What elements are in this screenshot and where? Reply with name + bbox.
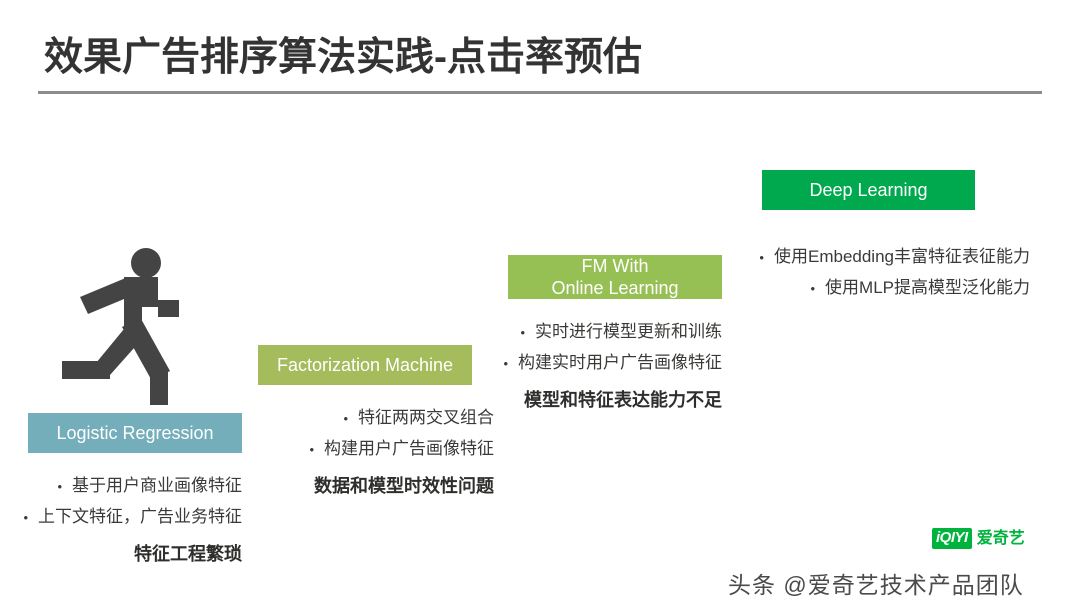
stage-badge-logistic-regression[interactable]: Logistic Regression [28,413,242,453]
title-divider [38,91,1042,94]
iqiyi-wordmark: 爱奇艺 [976,529,1025,547]
list-item: • 构建用户广告画像特征 [232,434,494,465]
stage-bullets-factorization-machine: • 特征两两交叉组合 • 构建用户广告画像特征 [232,403,494,465]
page-title: 效果广告排序算法实践-点击率预估 [44,36,642,79]
stage-conclusion-factorization-machine: 数据和模型时效性问题 [314,476,494,496]
stage-badge-line2: Online Learning [551,278,679,298]
list-item-label: 基于用户商业画像特征 [72,476,242,495]
list-item: • 使用MLP提高模型泛化能力 [728,273,1030,304]
running-man-icon [62,245,182,405]
bullet-icon: • [57,479,62,494]
stage-badge-deep-learning[interactable]: Deep Learning [762,170,975,210]
bullet-icon: • [520,325,525,340]
stage-fm-with-online-learning: FM With Online Learning • 实时进行模型更新和训练 • … [470,255,722,415]
list-item: • 实时进行模型更新和训练 [470,317,722,348]
bullet-icon: • [810,281,816,296]
list-item-label: 实时进行模型更新和训练 [535,322,722,341]
bullet-icon: • [759,250,764,265]
bullet-icon: • [23,510,28,525]
list-item-label: 使用Embedding丰富特征表征能力 [773,247,1030,266]
list-item-label: 构建实时用户广告画像特征 [518,353,722,372]
stage-bullets-fm-with-online-learning: • 实时进行模型更新和训练 • 构建实时用户广告画像特征 [470,317,722,379]
stage-conclusion-logistic-regression: 特征工程繁琐 [134,544,242,564]
stage-bullets-logistic-regression: • 基于用户商业画像特征 • 上下文特征，广告业务特征 [0,471,242,533]
list-item: • 上下文特征，广告业务特征 [0,502,242,533]
list-item-label: 上下文特征，广告业务特征 [38,507,242,526]
stage-deep-learning: Deep Learning • 使用Embedding丰富特征表征能力 • 使用… [728,170,1030,304]
list-item: • 特征两两交叉组合 [232,403,494,434]
stage-bullets-deep-learning: • 使用Embedding丰富特征表征能力 • 使用MLP提高模型泛化能力 [728,242,1030,304]
list-item-label: 构建用户广告画像特征 [324,439,494,458]
list-item-label: 使用MLP提高模型泛化能力 [825,278,1030,297]
list-item: • 构建实时用户广告画像特征 [470,348,722,379]
list-item-label: 特征两两交叉组合 [358,408,494,427]
stage-badge-fm-with-online-learning[interactable]: FM With Online Learning [508,255,722,299]
list-item: • 使用Embedding丰富特征表征能力 [728,242,1030,273]
bullet-icon: • [503,356,508,371]
stage-logistic-regression: Logistic Regression • 基于用户商业画像特征 • 上下文特征… [0,413,242,569]
bullet-icon: • [309,442,314,457]
list-item: • 基于用户商业画像特征 [0,471,242,502]
stage-factorization-machine: Factorization Machine • 特征两两交叉组合 • 构建用户广… [232,345,494,501]
stage-badge-factorization-machine[interactable]: Factorization Machine [258,345,472,385]
iqiyi-logo: iQIYI 爱奇艺 [932,528,1025,549]
bullet-icon: • [343,411,348,426]
stage-conclusion-fm-with-online-learning: 模型和特征表达能力不足 [524,390,722,410]
stage-badge-line1: FM With [581,256,649,276]
watermark: 头条 @爱奇艺技术产品团队 [728,572,1024,598]
iqiyi-mark-icon: iQIYI [932,528,972,549]
